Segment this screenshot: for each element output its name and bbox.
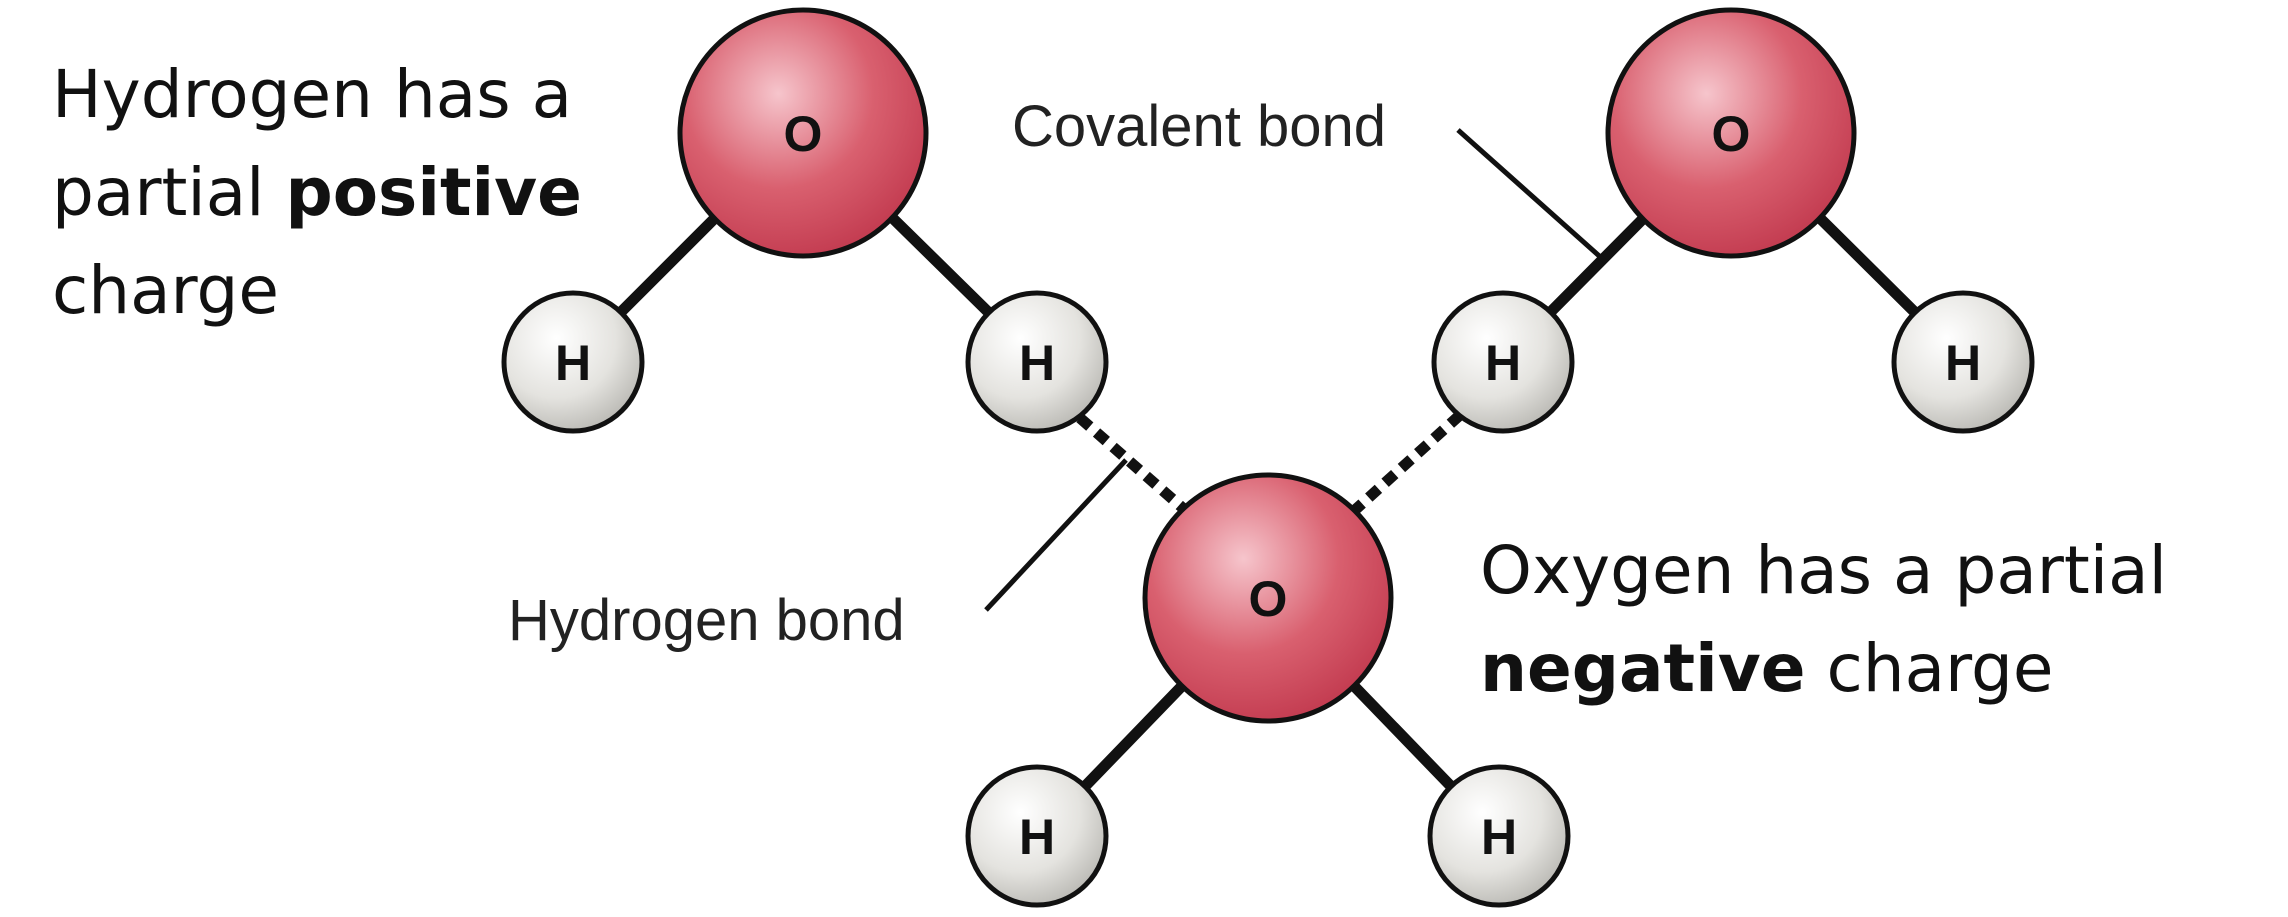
- oxygen-atom: O: [677, 7, 929, 259]
- hydrogen-atom: H: [965, 764, 1109, 908]
- leader-lines: [984, 128, 1608, 612]
- hydrogen-atom: H: [965, 290, 1109, 434]
- hydrogen-atom: H: [1431, 290, 1575, 434]
- negative-emphasis: negative: [1480, 630, 1806, 707]
- oxygen-atoms: O O O: [677, 7, 1857, 724]
- covalent-bond-leader: [1456, 128, 1608, 264]
- hydrogen-bond-label: Hydrogen bond: [508, 588, 905, 653]
- svg-text:H: H: [1481, 809, 1517, 865]
- hydrogen-atom: H: [1427, 764, 1571, 908]
- svg-text:O: O: [1712, 106, 1751, 162]
- hydrogen-atoms: H H H H H H: [501, 290, 2035, 908]
- hydrogen-bond-line: [1076, 413, 1189, 515]
- caption-text: partial: [52, 154, 286, 231]
- caption-line: Oxygen has a partial: [1480, 532, 2167, 609]
- hydrogen-bond-line: [1351, 410, 1464, 515]
- caption-line: charge: [52, 252, 280, 329]
- svg-text:H: H: [1485, 335, 1521, 391]
- caption-line: partial positive: [52, 144, 582, 242]
- svg-text:H: H: [1945, 335, 1981, 391]
- hydrogen-bond-leader: [984, 458, 1128, 612]
- caption-line: negative charge: [1480, 620, 2167, 718]
- covalent-bond-label: Covalent bond: [1012, 94, 1386, 159]
- hydrogen-partial-positive-caption: Hydrogen has a partial positive charge: [52, 46, 582, 340]
- hydrogen-bonds: [1076, 410, 1464, 515]
- caption-line: Hydrogen has a: [52, 56, 573, 133]
- caption-text: charge: [1805, 630, 2054, 707]
- svg-text:O: O: [1249, 571, 1288, 627]
- svg-text:H: H: [1019, 335, 1055, 391]
- oxygen-atom: O: [1605, 7, 1857, 259]
- hydrogen-atom: H: [501, 290, 645, 434]
- svg-text:O: O: [784, 106, 823, 162]
- oxygen-partial-negative-caption: Oxygen has a partial negative charge: [1480, 522, 2167, 718]
- hydrogen-atom: H: [1891, 290, 2035, 434]
- oxygen-atom: O: [1142, 472, 1394, 724]
- svg-text:H: H: [1019, 809, 1055, 865]
- positive-emphasis: positive: [285, 154, 582, 231]
- svg-text:H: H: [555, 335, 591, 391]
